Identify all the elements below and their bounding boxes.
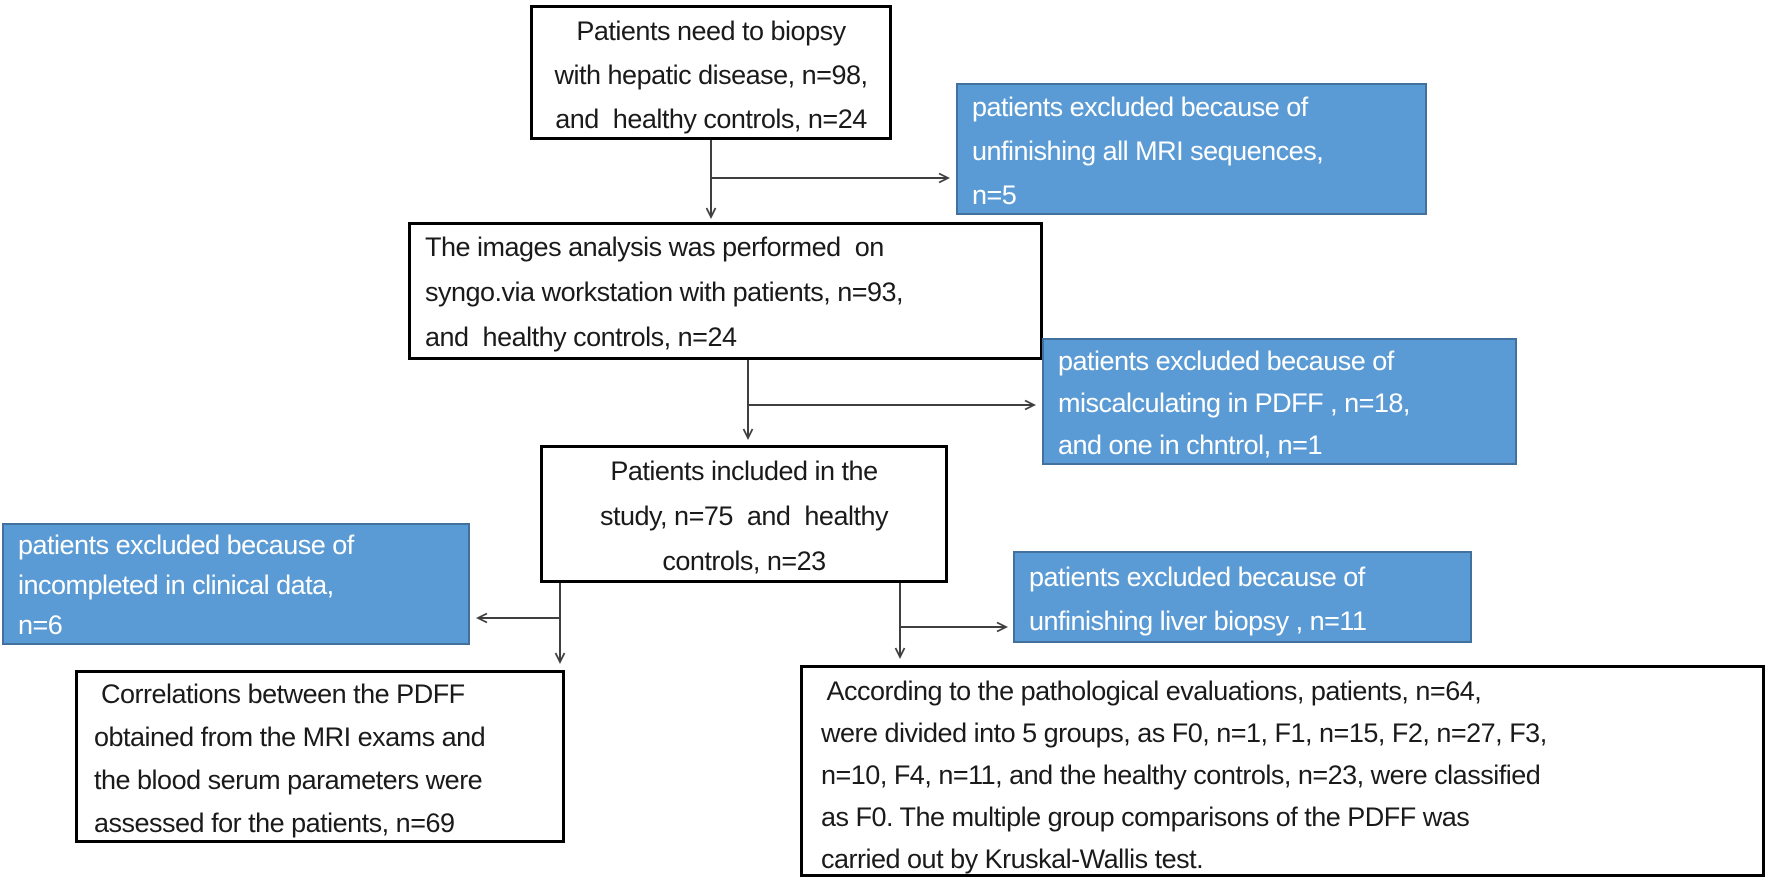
enrollment-box: Patients need to biopsy with hepatic dis… [530, 5, 892, 140]
excluded-clinical-data-box: patients excluded because of incompleted… [2, 523, 470, 645]
box-line: The images analysis was performed on [425, 232, 884, 262]
box-line: incompleted in clinical data, [18, 570, 334, 600]
box-line: controls, n=23 [662, 546, 826, 576]
box-line: patients excluded because of [972, 92, 1308, 122]
pdff-correlation-box: Correlations between the PDFF obtained f… [75, 670, 565, 843]
box-line: According to the pathological evaluation… [821, 676, 1482, 706]
box-line: patients excluded because of [1029, 562, 1365, 592]
box-line: assessed for the patients, n=69 [94, 808, 455, 838]
box-line: unfinishing all MRI sequences, [972, 136, 1324, 166]
box-line: n=6 [18, 610, 63, 640]
box-line: patients excluded because of [1058, 346, 1394, 376]
image-analysis-box: The images analysis was performed on syn… [408, 222, 1043, 360]
box-line: Patients included in the [610, 456, 878, 486]
box-line: obtained from the MRI exams and [94, 722, 486, 752]
box-line: and one in chntrol, n=1 [1058, 430, 1322, 460]
box-line: miscalculating in PDFF , n=18, [1058, 388, 1410, 418]
box-line: the blood serum parameters were [94, 765, 483, 795]
box-line: Correlations between the PDFF [94, 679, 465, 709]
box-line: patients excluded because of [18, 530, 354, 560]
excluded-pdff-box: patients excluded because of miscalculat… [1042, 338, 1517, 465]
box-line: study, n=75 and healthy [600, 501, 888, 531]
box-line: n=10, F4, n=11, and the healthy controls… [821, 760, 1541, 790]
included-box: Patients included in the study, n=75 and… [540, 445, 948, 583]
box-line: as F0. The multiple group comparisons of… [821, 802, 1470, 832]
box-line: with hepatic disease, n=98, [554, 60, 868, 90]
excluded-mri-box: patients excluded because of unfinishing… [956, 83, 1427, 215]
box-line: syngo.via workstation with patients, n=9… [425, 277, 904, 307]
pathology-groups-box: According to the pathological evaluation… [800, 665, 1765, 877]
box-line: and healthy controls, n=24 [425, 322, 737, 352]
box-line: Patients need to biopsy [576, 16, 846, 46]
box-line: carried out by Kruskal-Wallis test. [821, 844, 1204, 874]
excluded-liver-biopsy-box: patients excluded because of unfinishing… [1013, 551, 1472, 643]
box-line: n=5 [972, 180, 1017, 210]
box-line: unfinishing liver biopsy , n=11 [1029, 606, 1367, 636]
box-line: were divided into 5 groups, as F0, n=1, … [821, 718, 1547, 748]
box-line: and healthy controls, n=24 [555, 104, 867, 134]
